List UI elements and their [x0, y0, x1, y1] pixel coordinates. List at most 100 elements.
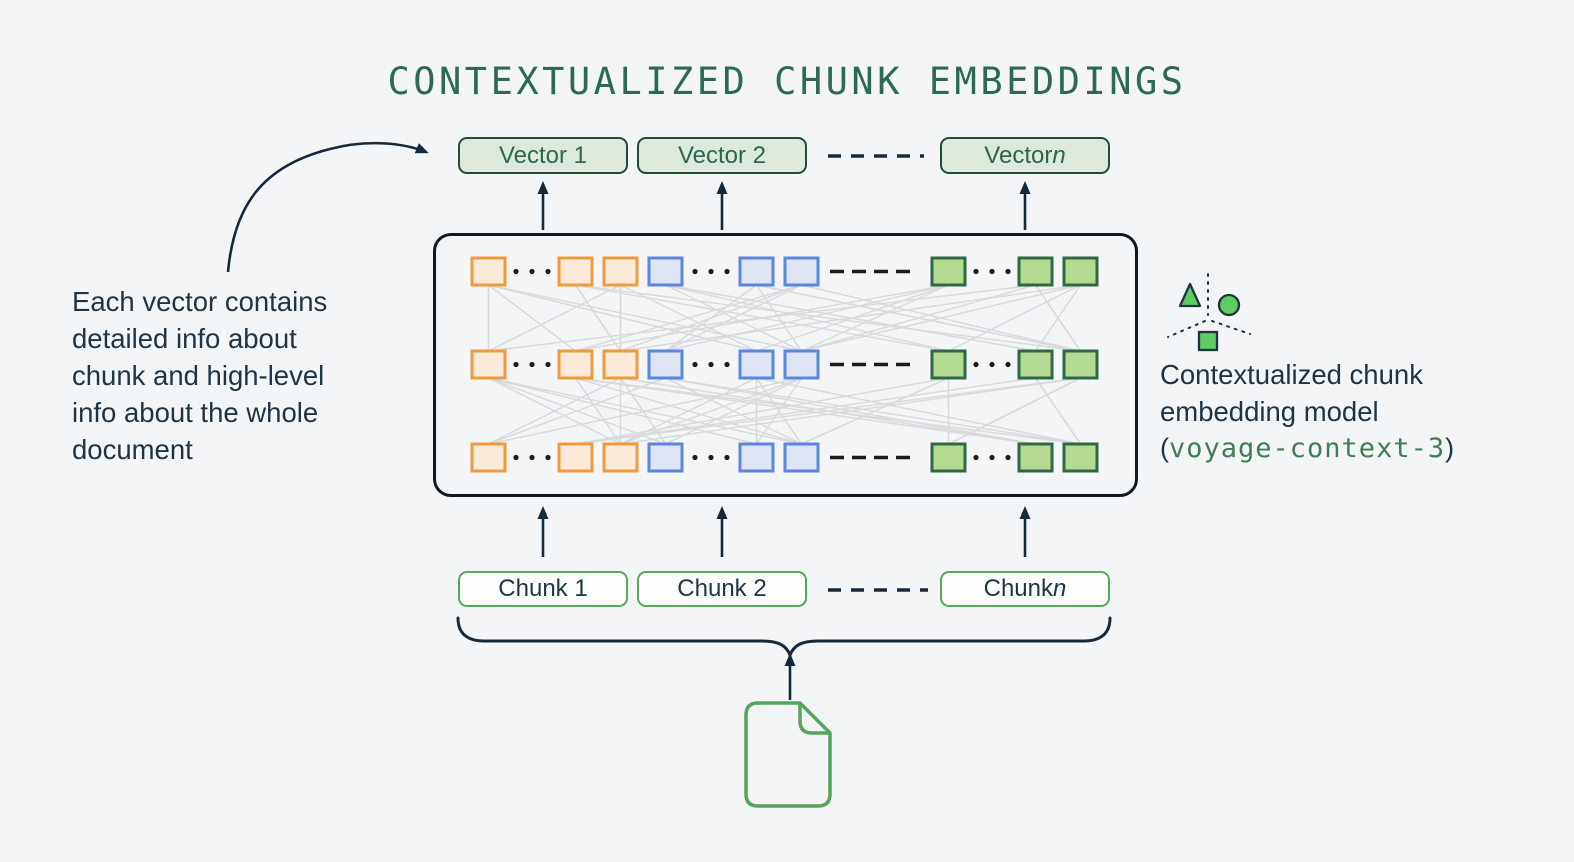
connection-line — [665, 377, 1081, 445]
ellipsis-dot — [692, 268, 698, 275]
ellipsis-dot — [708, 268, 714, 275]
ellipsis-dot — [989, 361, 995, 368]
connection-line — [948, 284, 1081, 352]
vector-n-box: Vector n — [940, 137, 1110, 174]
model-name-line: (voyage-context-3) — [1160, 433, 1455, 464]
ellipsis-dot — [513, 268, 519, 275]
model-name-code: voyage-context-3 — [1169, 433, 1446, 464]
ellipsis-dot — [692, 361, 698, 368]
green-token — [930, 442, 967, 473]
ellipsis-dot — [1005, 268, 1011, 275]
annotation-line: document — [72, 434, 193, 465]
orange-token — [557, 442, 594, 473]
orange-token — [602, 349, 639, 380]
connection-line — [948, 377, 1081, 445]
chunk-n-box: Chunk n — [940, 571, 1110, 607]
connection-line — [575, 377, 1036, 445]
blue-token — [647, 349, 684, 380]
annotation-line: chunk and high-level — [72, 360, 325, 391]
vector-2-label: Vector 2 — [677, 141, 767, 169]
ellipsis-dot — [973, 454, 979, 461]
blue-token — [783, 442, 820, 473]
annotation-line: Each vector contains — [72, 286, 328, 317]
ellipsis-dot — [724, 454, 730, 461]
vector-n-label: Vector — [984, 141, 1053, 169]
ellipsis-dot — [708, 361, 714, 368]
orange-token — [470, 349, 507, 380]
chunk-2-box: Chunk 2 — [637, 571, 807, 607]
ellipsis-dot — [692, 454, 698, 461]
blue-token — [783, 256, 820, 287]
page-title: CONTEXTUALIZED CHUNK EMBEDDINGS — [387, 60, 1187, 103]
ellipsis-dot — [529, 454, 535, 461]
connection-line — [801, 284, 1036, 352]
connection-line — [620, 284, 802, 352]
left-annotation: Each vector contains detailed info about… — [72, 283, 402, 468]
orange-token — [470, 442, 507, 473]
connection-line — [755, 377, 803, 445]
connection-line — [575, 284, 1081, 352]
model-caption-line1: Contextualized chunk — [1160, 359, 1423, 390]
circle-marker-icon — [1217, 293, 1241, 317]
chunk-n-label: Chunk — [983, 575, 1053, 602]
embedding-model-box — [433, 233, 1138, 497]
ellipsis-dot — [973, 361, 979, 368]
connection-line — [488, 284, 802, 352]
ellipsis-dot — [513, 361, 519, 368]
model-caption: Contextualized chunk embedding model (vo… — [1160, 356, 1520, 467]
green-token — [1017, 442, 1054, 473]
chunk-1-box: Chunk 1 — [458, 571, 628, 607]
triangle-marker-icon — [1178, 282, 1202, 308]
blue-token — [783, 349, 820, 380]
connection-line — [1034, 377, 1082, 445]
connection-line — [488, 284, 576, 352]
ellipsis-dot — [545, 361, 551, 368]
ellipsis-dot — [1005, 361, 1011, 368]
connection-line — [574, 377, 622, 445]
ellipsis-dot — [973, 268, 979, 275]
blue-token — [647, 256, 684, 287]
connection-line — [574, 284, 622, 352]
blue-token — [647, 442, 684, 473]
orange-token — [602, 442, 639, 473]
connection-line — [488, 284, 757, 352]
ellipsis-dot — [545, 268, 551, 275]
connection-line — [620, 377, 757, 445]
square-marker-icon — [1197, 330, 1219, 352]
connection-line — [575, 377, 949, 445]
connection-line — [488, 377, 802, 445]
chunk-1-label: Chunk 1 — [498, 575, 588, 602]
connection-line — [488, 284, 621, 352]
connection-line — [620, 284, 1081, 352]
curved-arrow — [226, 141, 429, 273]
ellipsis-dot — [513, 454, 519, 461]
ellipsis-dot — [529, 268, 535, 275]
ellipsis-dot — [989, 454, 995, 461]
icon-dashed-axis — [1211, 320, 1251, 335]
green-token — [1017, 349, 1054, 380]
connection-line — [756, 377, 1081, 445]
chunk-2-label: Chunk 2 — [677, 575, 767, 602]
connection-line — [488, 377, 757, 445]
orange-token — [557, 349, 594, 380]
vector-1-box: Vector 1 — [458, 137, 628, 174]
connection-line — [488, 377, 666, 445]
ellipsis-dot — [529, 361, 535, 368]
green-token — [930, 349, 967, 380]
blue-token — [738, 256, 775, 287]
blue-token — [738, 349, 775, 380]
model-scatter-icon — [1167, 273, 1251, 352]
connection-line — [1034, 284, 1082, 352]
blue-token — [738, 442, 775, 473]
orange-token — [602, 256, 639, 287]
ellipsis-dot — [989, 268, 995, 275]
annotation-line: info about the whole — [72, 397, 319, 428]
document-icon — [744, 701, 832, 808]
connection-line — [665, 377, 802, 445]
vector-2-box: Vector 2 — [637, 137, 807, 174]
connection-line — [801, 377, 949, 445]
ellipsis-dot — [724, 268, 730, 275]
orange-token — [470, 256, 507, 287]
annotation-line: detailed info about — [72, 323, 297, 354]
